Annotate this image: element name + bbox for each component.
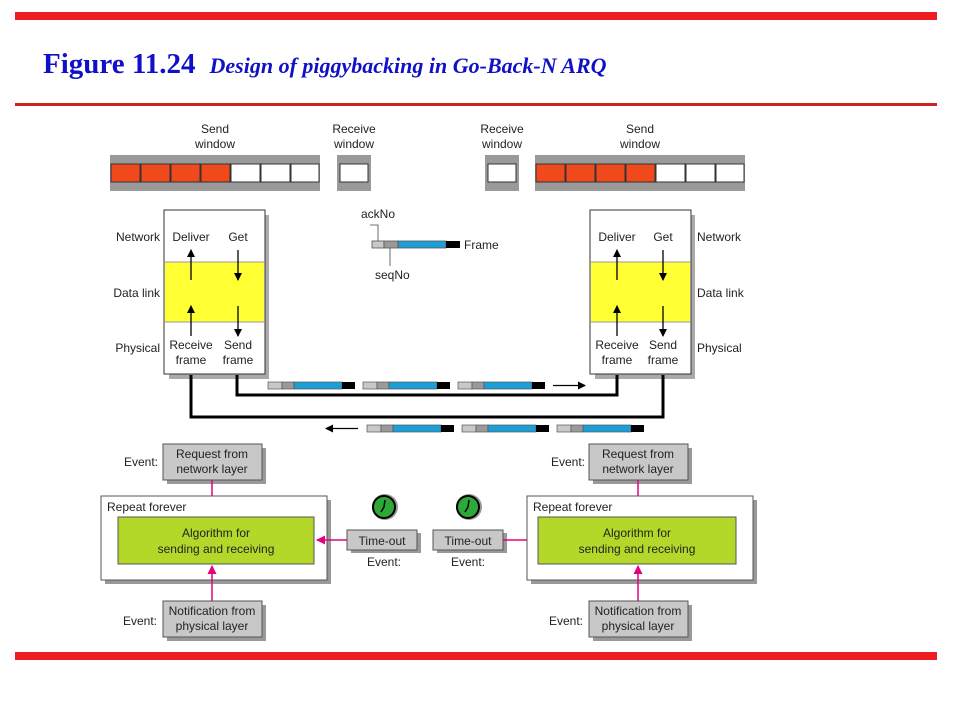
figure-title: Figure 11.24 Design of piggybacking in Go… — [43, 48, 607, 81]
svg-text:Frame: Frame — [464, 238, 499, 252]
svg-text:frame: frame — [223, 353, 254, 367]
send-window-left — [110, 155, 320, 191]
right-protocol-stack: Deliver Get Receive frame Send frame — [589, 209, 695, 379]
svg-text:Event:: Event: — [123, 614, 157, 628]
svg-text:frame: frame — [176, 353, 207, 367]
svg-text:window: window — [194, 137, 235, 151]
svg-text:Event:: Event: — [367, 555, 401, 569]
right-repeat-loop: Repeat forever Algorithm for sending and… — [526, 495, 757, 584]
svg-text:Send: Send — [224, 338, 252, 352]
svg-text:network layer: network layer — [602, 462, 673, 476]
right-timeout-event: Time-out Event: — [432, 529, 507, 569]
figure-caption: Design of piggybacking in Go-Back-N ARQ — [209, 53, 607, 78]
svg-text:frame: frame — [648, 353, 679, 367]
left-repeat-loop: Repeat forever Algorithm for sending and… — [100, 495, 331, 584]
svg-text:Time-out: Time-out — [359, 534, 407, 548]
svg-text:Event:: Event: — [551, 455, 585, 469]
svg-text:Network: Network — [116, 230, 161, 244]
receive-window-left — [337, 155, 371, 191]
svg-text:Event:: Event: — [451, 555, 485, 569]
svg-text:Physical: Physical — [115, 341, 160, 355]
receive-window-label-left: Receive window — [332, 122, 376, 151]
svg-text:Request from: Request from — [602, 447, 674, 461]
svg-text:Deliver: Deliver — [172, 230, 209, 244]
receive-window-label-right: Receive window — [480, 122, 524, 151]
svg-text:Request from: Request from — [176, 447, 248, 461]
send-window-label-left: Send window — [194, 122, 235, 151]
left-protocol-stack: Deliver Get Receive frame Send frame — [163, 209, 269, 379]
left-request-event: Event: Request from network layer — [124, 443, 266, 484]
left-notify-event: Event: Notification from physical layer — [123, 600, 266, 641]
left-timeout-event: Time-out Event: — [346, 529, 421, 569]
svg-text:Algorithm for: Algorithm for — [182, 526, 250, 540]
right-request-event: Event: Request from network layer — [551, 443, 692, 484]
svg-text:Event:: Event: — [549, 614, 583, 628]
svg-text:physical layer: physical layer — [602, 619, 675, 633]
svg-text:Algorithm for: Algorithm for — [603, 526, 671, 540]
right-layer-labels: Network Data link Physical — [697, 230, 745, 355]
left-layer-labels: Network Data link Physical — [113, 230, 161, 355]
svg-text:Time-out: Time-out — [445, 534, 493, 548]
frame-legend: ackNo seqNo Frame — [361, 207, 499, 282]
svg-text:Notification from: Notification from — [169, 604, 256, 618]
figure-number: Figure 11.24 — [43, 48, 196, 80]
send-window-right — [535, 155, 745, 191]
svg-text:Send: Send — [201, 122, 229, 136]
svg-text:Data link: Data link — [113, 286, 161, 300]
frames-outbound — [267, 381, 586, 390]
svg-text:Send: Send — [649, 338, 677, 352]
svg-text:Send: Send — [626, 122, 654, 136]
top-accent-bar — [15, 12, 937, 20]
right-notify-event: Event: Notification from physical layer — [549, 600, 692, 641]
svg-text:Data link: Data link — [697, 286, 745, 300]
receive-window-right — [485, 155, 519, 191]
svg-text:frame: frame — [602, 353, 633, 367]
svg-text:Repeat forever: Repeat forever — [107, 500, 186, 514]
svg-text:Notification from: Notification from — [595, 604, 682, 618]
svg-text:seqNo: seqNo — [375, 268, 410, 282]
svg-text:window: window — [333, 137, 374, 151]
send-window-label-right: Send window — [619, 122, 660, 151]
svg-text:Receive: Receive — [595, 338, 639, 352]
clock-icon — [372, 494, 398, 520]
svg-text:Physical: Physical — [697, 341, 742, 355]
svg-text:Receive: Receive — [332, 122, 376, 136]
svg-text:window: window — [619, 137, 660, 151]
svg-text:network layer: network layer — [176, 462, 247, 476]
svg-text:sending and receiving: sending and receiving — [579, 542, 696, 556]
svg-text:Deliver: Deliver — [598, 230, 635, 244]
svg-text:Get: Get — [653, 230, 673, 244]
svg-text:Network: Network — [697, 230, 742, 244]
physical-link — [189, 375, 665, 419]
svg-text:Event:: Event: — [124, 455, 158, 469]
svg-text:Repeat forever: Repeat forever — [533, 500, 612, 514]
svg-text:Get: Get — [228, 230, 248, 244]
svg-text:Receive: Receive — [480, 122, 524, 136]
svg-text:physical layer: physical layer — [176, 619, 249, 633]
svg-text:window: window — [481, 137, 522, 151]
svg-text:sending and receiving: sending and receiving — [158, 542, 275, 556]
bottom-accent-bar — [15, 652, 937, 660]
title-underline — [15, 103, 937, 106]
svg-text:Receive: Receive — [169, 338, 213, 352]
frames-inbound — [325, 424, 644, 433]
svg-text:ackNo: ackNo — [361, 207, 395, 221]
clock-icon — [456, 494, 482, 520]
